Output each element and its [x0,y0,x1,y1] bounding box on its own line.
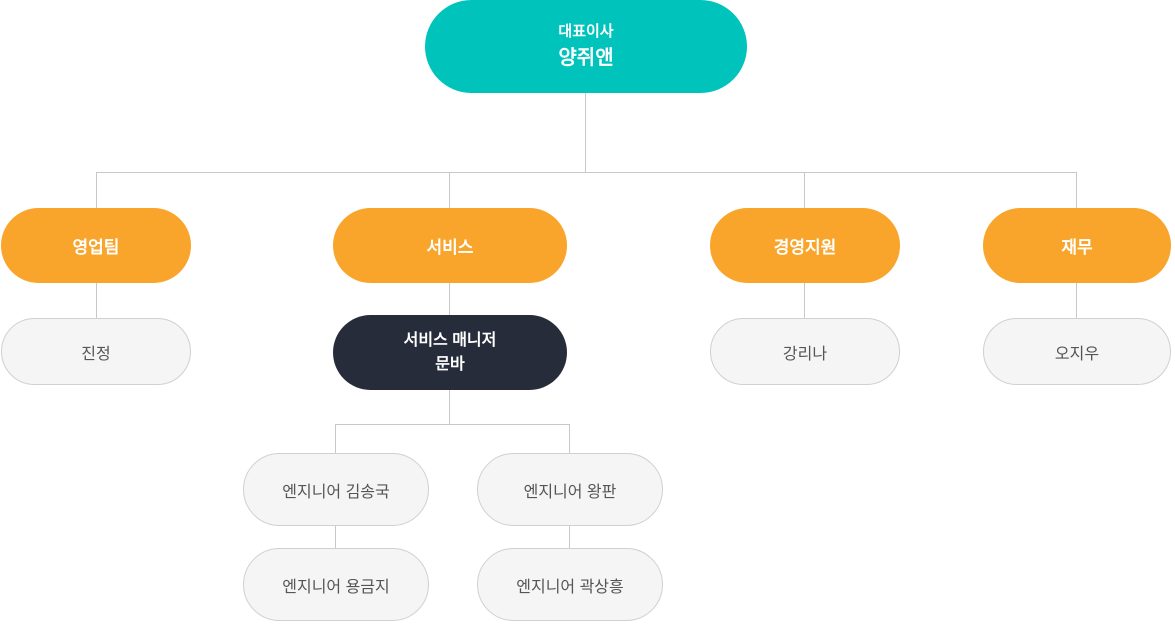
dept-management-node: 경영지원 [710,208,900,283]
engineer-node: 엔지니어 김송국 [243,453,429,526]
connector-stub-eng-col2 [569,424,570,453]
dept-service-label: 서비스 [426,238,474,257]
connector-management-member [804,283,805,318]
service-manager-role: 서비스 매니저 [403,332,497,350]
dept-management-label: 경영지원 [773,238,837,257]
dept-sales-node: 영업팀 [1,208,191,283]
engineer-node: 엔지니어 왕판 [477,453,663,526]
connector-manager-down [449,390,450,424]
dept-service-node: 서비스 [333,208,567,283]
engineer-name: 엔지니어 김송국 [282,483,390,501]
dept-sales-label: 영업팀 [72,238,120,257]
connector-sales-member [96,283,97,318]
service-manager-name: 문바 [435,355,465,373]
connector-stub-sales [96,172,97,208]
member-sales-node: 진정 [1,318,191,385]
member-management-node: 강리나 [710,318,900,385]
connector-stub-service [449,172,450,208]
engineer-name: 엔지니어 왕판 [523,483,617,501]
member-sales-name: 진정 [81,345,111,363]
ceo-title: 대표이사 [558,23,614,41]
connector-engineer-rail [335,424,570,425]
connector-top-rail [96,172,1077,173]
engineer-name: 엔지니어 용금지 [282,578,390,596]
dept-finance-label: 재무 [1061,238,1093,257]
member-finance-node: 오지우 [983,318,1171,385]
ceo-name: 양쥐앤 [558,46,614,69]
connector-eng-col1-rows [335,526,336,548]
service-manager-node: 서비스 매니저 문바 [333,315,567,390]
connector-service-manager [449,283,450,315]
dept-finance-node: 재무 [983,208,1171,283]
connector-finance-member [1076,283,1077,318]
connector-stub-eng-col1 [335,424,336,453]
member-finance-name: 오지우 [1054,345,1100,363]
engineer-node: 엔지니어 곽상흥 [477,548,663,621]
connector-eng-col2-rows [569,526,570,548]
ceo-node: 대표이사 양쥐앤 [425,0,747,93]
connector-ceo-down [585,93,586,172]
engineer-name: 엔지니어 곽상흥 [516,578,624,596]
engineer-node: 엔지니어 용금지 [243,548,429,621]
member-management-name: 강리나 [782,345,828,363]
connector-stub-finance [1076,172,1077,208]
connector-stub-management [804,172,805,208]
